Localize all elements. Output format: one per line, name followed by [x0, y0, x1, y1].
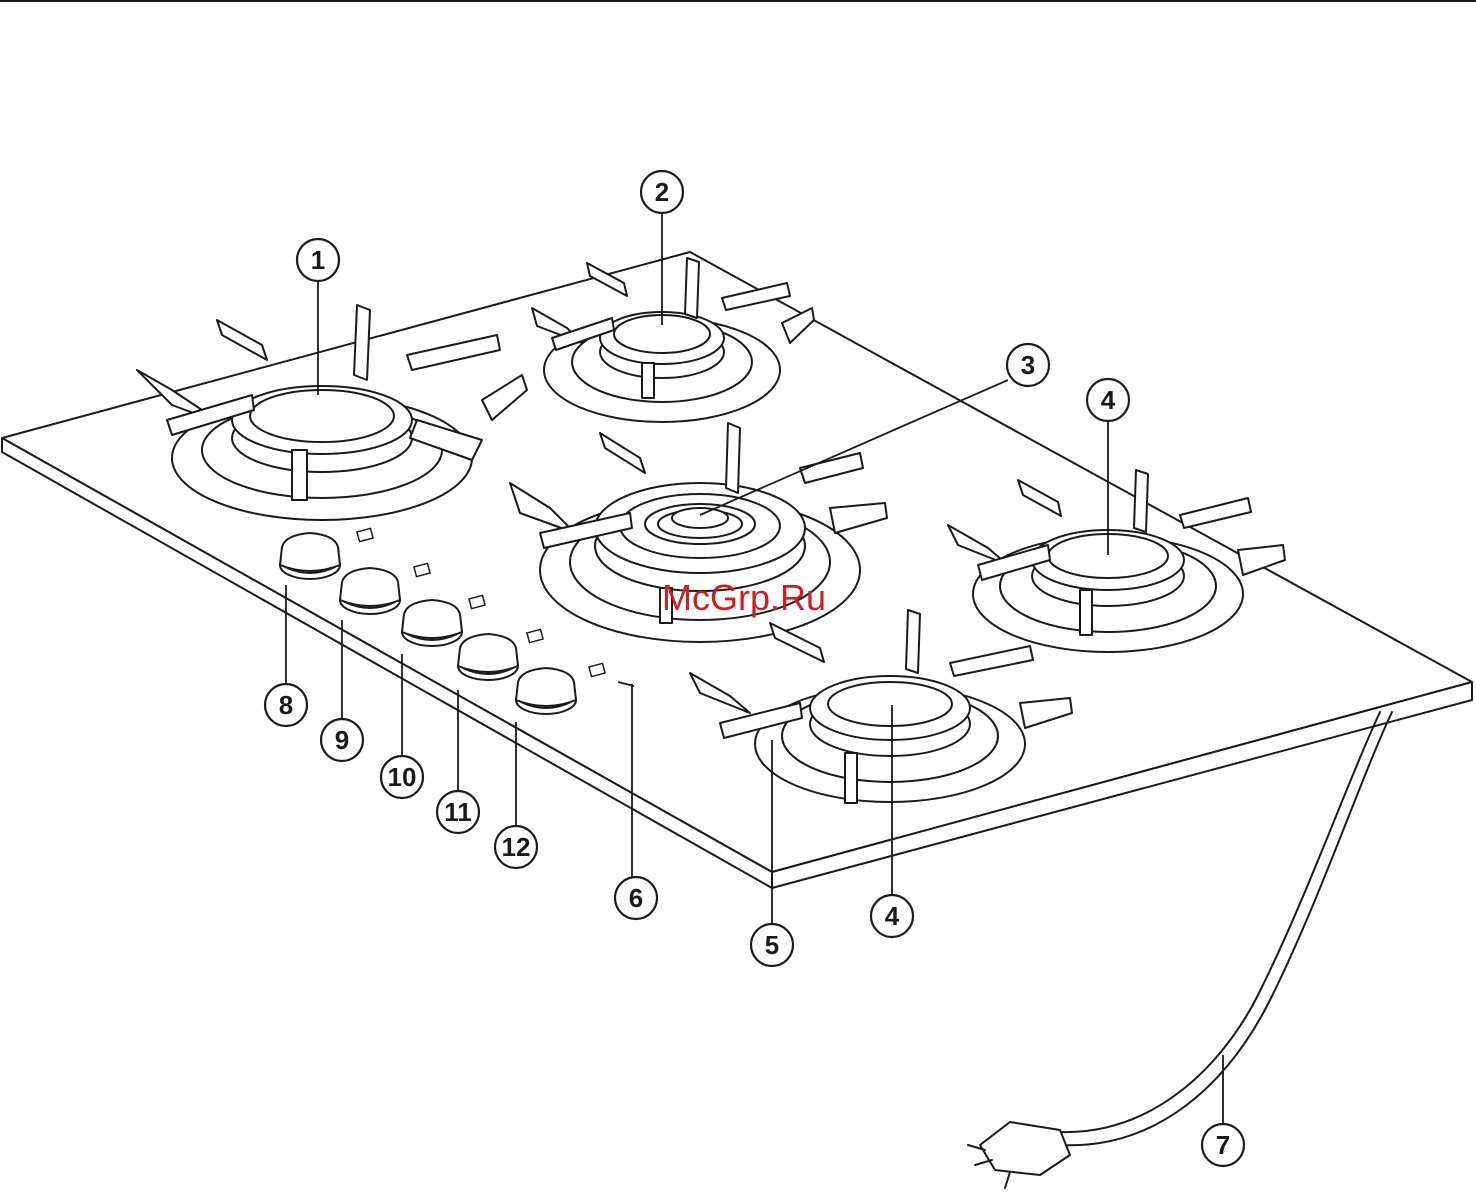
callout-8: 8: [265, 684, 307, 726]
callout-7: 7: [1202, 1124, 1244, 1166]
callout-2: 2: [641, 171, 683, 213]
callout-6: 6: [615, 877, 657, 919]
callout-4-right-label: 4: [1101, 385, 1116, 415]
callout-5: 5: [751, 924, 793, 966]
callout-10-label: 10: [388, 762, 417, 792]
callout-8-label: 8: [279, 690, 293, 720]
callout-3-label: 3: [1021, 350, 1035, 380]
callout-1-label: 1: [311, 245, 325, 275]
callout-5-label: 5: [765, 930, 779, 960]
callout-7-label: 7: [1216, 1130, 1230, 1160]
callout-9: 9: [321, 719, 363, 761]
callout-2-label: 2: [655, 177, 669, 207]
callout-11-label: 11: [444, 797, 472, 827]
callout-4-front-label: 4: [885, 901, 900, 931]
callout-11: 11: [437, 791, 479, 833]
callout-12: 12: [495, 826, 537, 868]
callout-1: 1: [297, 239, 339, 281]
callout-10: 10: [381, 756, 423, 798]
callout-6-label: 6: [629, 883, 643, 913]
callout-9-label: 9: [335, 725, 349, 755]
callout-4-right: 4: [1087, 379, 1129, 421]
callout-3: 3: [1007, 344, 1049, 386]
plug-icon: [968, 1122, 1070, 1188]
callout-4-front: 4: [871, 895, 913, 937]
callout-12-label: 12: [502, 832, 531, 862]
watermark: McGrp.Ru: [662, 577, 826, 618]
